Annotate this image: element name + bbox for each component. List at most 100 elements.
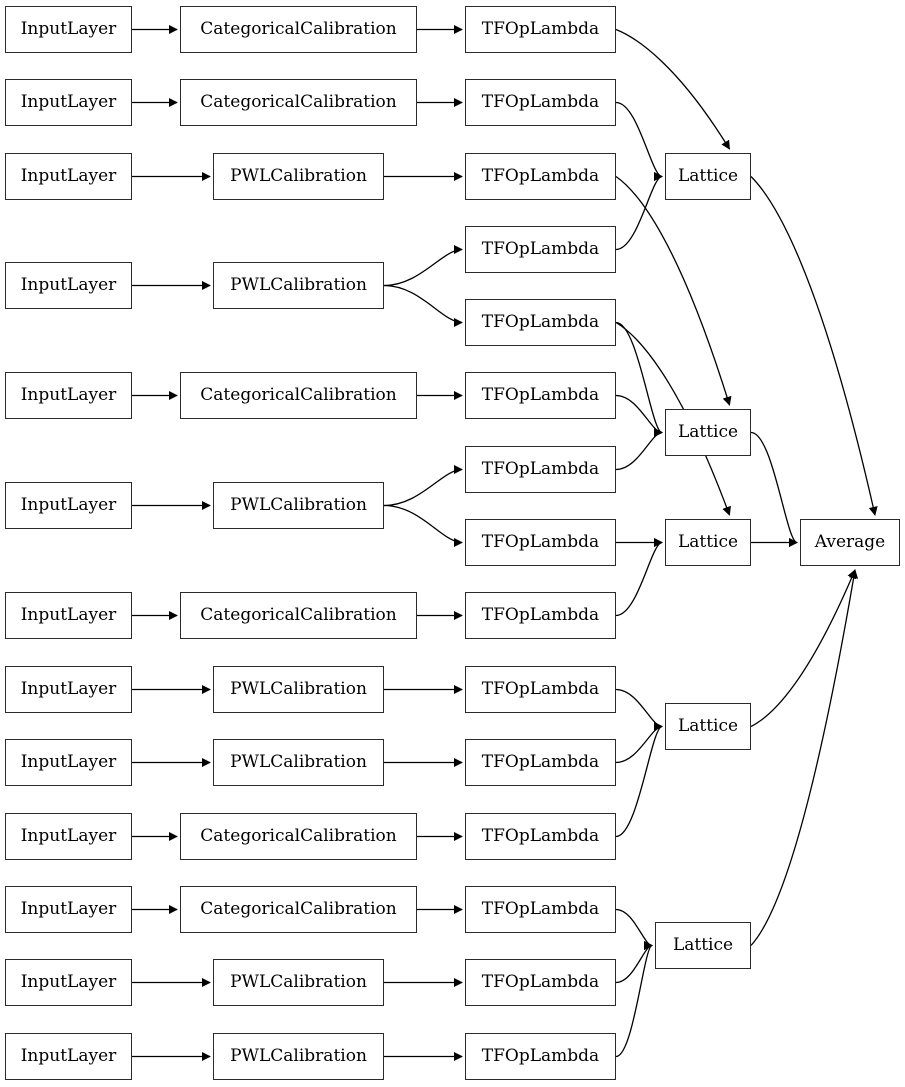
node-op12[interactable]: TFOpLambda xyxy=(465,813,616,860)
edge-lat1-to-avg xyxy=(750,176,878,516)
node-lat5[interactable]: Lattice xyxy=(655,922,751,969)
node-cal8[interactable]: PWLCalibration xyxy=(213,666,384,713)
node-label: TFOpLambda xyxy=(481,605,600,625)
node-in9[interactable]: InputLayer xyxy=(5,739,132,786)
node-op3[interactable]: TFOpLambda xyxy=(465,153,616,200)
node-cal13[interactable]: PWLCalibration xyxy=(213,1033,384,1080)
node-label: InputLayer xyxy=(20,92,117,112)
node-cal5[interactable]: CategoricalCalibration xyxy=(180,372,417,419)
node-label: PWLCalibration xyxy=(230,679,367,699)
node-cal3[interactable]: PWLCalibration xyxy=(213,153,384,200)
node-op9[interactable]: TFOpLambda xyxy=(465,592,616,639)
edge-cal4-to-op5 xyxy=(383,284,463,328)
node-label: TFOpLambda xyxy=(481,679,600,699)
node-cal1[interactable]: CategoricalCalibration xyxy=(180,6,417,53)
node-lat4[interactable]: Lattice xyxy=(665,703,751,750)
node-label: TFOpLambda xyxy=(481,312,600,332)
node-op13[interactable]: TFOpLambda xyxy=(465,886,616,933)
node-label: TFOpLambda xyxy=(481,92,600,112)
node-cal10[interactable]: CategoricalCalibration xyxy=(180,813,417,860)
node-label: TFOpLambda xyxy=(481,19,600,39)
node-avg[interactable]: Average xyxy=(800,519,900,566)
node-label: CategoricalCalibration xyxy=(200,385,397,405)
node-op2[interactable]: TFOpLambda xyxy=(465,79,616,126)
edge-op4-to-lat1 xyxy=(615,172,663,251)
edge-lat2-to-avg xyxy=(750,431,798,547)
node-label: Lattice xyxy=(677,532,739,552)
edge-op15-to-lat5 xyxy=(615,941,653,1058)
node-label: InputLayer xyxy=(20,385,117,405)
node-lat1[interactable]: Lattice xyxy=(665,153,751,200)
node-lat3[interactable]: Lattice xyxy=(665,519,751,566)
edge-op12-to-lat4 xyxy=(615,722,663,838)
node-cal12[interactable]: PWLCalibration xyxy=(213,959,384,1006)
edge-op10-to-lat4 xyxy=(615,688,663,732)
node-label: CategoricalCalibration xyxy=(200,92,397,112)
node-label: Lattice xyxy=(677,422,739,442)
node-op6[interactable]: TFOpLambda xyxy=(465,372,616,419)
node-in8[interactable]: InputLayer xyxy=(5,666,132,713)
node-cal4[interactable]: PWLCalibration xyxy=(213,262,384,309)
edge-op7-to-lat2 xyxy=(615,427,663,471)
node-in13[interactable]: InputLayer xyxy=(5,1033,132,1080)
node-label: InputLayer xyxy=(20,495,117,515)
node-label: InputLayer xyxy=(20,275,117,295)
node-label: CategoricalCalibration xyxy=(200,899,397,919)
node-label: InputLayer xyxy=(20,972,117,992)
node-in1[interactable]: InputLayer xyxy=(5,6,132,53)
edge-op5-to-lat2 xyxy=(615,321,663,437)
node-label: TFOpLambda xyxy=(481,972,600,992)
node-label: InputLayer xyxy=(20,899,117,919)
node-in6[interactable]: InputLayer xyxy=(5,482,132,529)
node-op15[interactable]: TFOpLambda xyxy=(465,1033,616,1080)
node-label: Lattice xyxy=(672,935,734,955)
node-op4[interactable]: TFOpLambda xyxy=(465,226,616,273)
edge-op11-to-lat4 xyxy=(615,721,663,764)
node-in10[interactable]: InputLayer xyxy=(5,813,132,860)
edge-op9-to-lat3 xyxy=(615,538,663,617)
edge-op3-to-lat2 xyxy=(615,175,732,406)
node-label: InputLayer xyxy=(20,605,117,625)
node-label: InputLayer xyxy=(20,19,117,39)
edge-op14-to-lat5 xyxy=(615,940,653,984)
node-in7[interactable]: InputLayer xyxy=(5,592,132,639)
node-op1[interactable]: TFOpLambda xyxy=(465,6,616,53)
node-in11[interactable]: InputLayer xyxy=(5,886,132,933)
node-in5[interactable]: InputLayer xyxy=(5,372,132,419)
node-label: TFOpLambda xyxy=(481,899,600,919)
node-op11[interactable]: TFOpLambda xyxy=(465,739,616,786)
node-cal2[interactable]: CategoricalCalibration xyxy=(180,79,417,126)
edge-cal6-to-op8 xyxy=(383,504,463,548)
node-label: CategoricalCalibration xyxy=(200,826,397,846)
node-in2[interactable]: InputLayer xyxy=(5,79,132,126)
node-label: CategoricalCalibration xyxy=(200,19,397,39)
edge-cal6-to-op7 xyxy=(383,464,463,507)
node-op14[interactable]: TFOpLambda xyxy=(465,959,616,1006)
node-label: TFOpLambda xyxy=(481,532,600,552)
node-in4[interactable]: InputLayer xyxy=(5,262,132,309)
node-label: TFOpLambda xyxy=(481,385,600,405)
node-label: PWLCalibration xyxy=(230,752,367,772)
node-label: InputLayer xyxy=(20,166,117,186)
node-lat2[interactable]: Lattice xyxy=(665,409,751,456)
node-label: TFOpLambda xyxy=(481,826,600,846)
node-op5[interactable]: TFOpLambda xyxy=(465,299,616,346)
node-label: CategoricalCalibration xyxy=(200,605,397,625)
edge-op6-to-lat2 xyxy=(615,394,663,438)
edge-op2-to-lat1 xyxy=(615,101,663,181)
edge-cal4-to-op4 xyxy=(383,244,463,287)
node-label: TFOpLambda xyxy=(481,239,600,259)
node-cal11[interactable]: CategoricalCalibration xyxy=(180,886,417,933)
node-in12[interactable]: InputLayer xyxy=(5,959,132,1006)
node-op7[interactable]: TFOpLambda xyxy=(465,446,616,493)
node-label: TFOpLambda xyxy=(481,166,600,186)
node-op10[interactable]: TFOpLambda xyxy=(465,666,616,713)
node-label: Lattice xyxy=(677,166,739,186)
node-cal6[interactable]: PWLCalibration xyxy=(213,482,384,529)
node-cal7[interactable]: CategoricalCalibration xyxy=(180,592,417,639)
node-cal9[interactable]: PWLCalibration xyxy=(213,739,384,786)
edge-lat4-to-avg xyxy=(750,569,856,728)
node-in3[interactable]: InputLayer xyxy=(5,153,132,200)
node-op8[interactable]: TFOpLambda xyxy=(465,519,616,566)
